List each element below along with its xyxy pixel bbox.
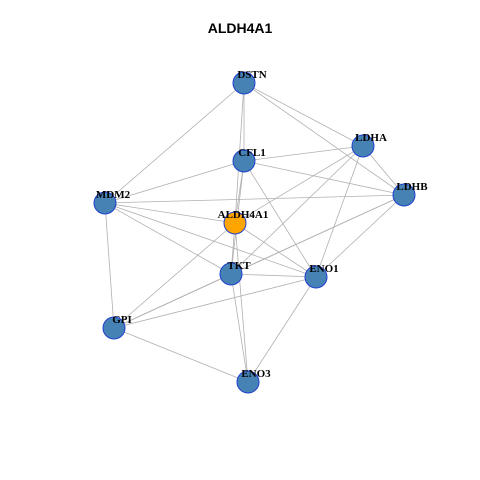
edge-mdm2-aldh4a1 bbox=[104, 202, 236, 224]
node-label-ldhb: LDHB bbox=[396, 181, 428, 193]
edge-cfl1-ldhb bbox=[243, 160, 405, 196]
edge-ldha-eno1 bbox=[315, 145, 364, 278]
node-circle-mdm2 bbox=[93, 191, 117, 215]
edge-layer bbox=[104, 82, 405, 383]
edge-tkt-eno3 bbox=[230, 273, 249, 383]
node-label-ldha: LDHA bbox=[355, 132, 387, 144]
edge-dstn-ldhb bbox=[243, 82, 405, 196]
node-circle-ldhb bbox=[392, 183, 416, 207]
node-circle-eno1 bbox=[304, 265, 328, 289]
edge-ldha-tkt bbox=[230, 145, 364, 275]
edge-cfl1-eno1 bbox=[243, 160, 317, 278]
diagram-title: ALDH4A1 bbox=[207, 20, 273, 36]
node-label-aldh4a1: ALDH4A1 bbox=[218, 209, 269, 221]
edge-aldh4a1-eno3 bbox=[234, 222, 249, 383]
node-label-cfl1: CFL1 bbox=[238, 147, 266, 159]
edge-mdm2-eno1 bbox=[104, 202, 317, 278]
node-circle-eno3 bbox=[236, 370, 260, 394]
edge-aldh4a1-eno1 bbox=[234, 222, 317, 278]
edge-dstn-mdm2 bbox=[104, 82, 245, 204]
edge-aldh4a1-gpi bbox=[113, 222, 236, 329]
node-mdm2: MDM2 bbox=[93, 189, 131, 215]
node-gpi: GPI bbox=[102, 314, 132, 340]
node-eno1: ENO1 bbox=[304, 263, 339, 289]
edge-tkt-gpi bbox=[113, 273, 232, 329]
node-label-mdm2: MDM2 bbox=[96, 189, 131, 201]
edge-cfl1-ldha bbox=[243, 145, 364, 162]
edge-mdm2-gpi bbox=[104, 202, 115, 329]
node-label-dstn: DSTN bbox=[237, 69, 266, 81]
node-label-eno1: ENO1 bbox=[309, 263, 338, 275]
node-circle-ldha bbox=[351, 134, 375, 158]
node-label-tkt: TKT bbox=[227, 260, 251, 272]
edge-gpi-eno3 bbox=[113, 327, 249, 383]
edge-ldha-aldh4a1 bbox=[234, 145, 364, 224]
node-ldhb: LDHB bbox=[392, 181, 428, 207]
edge-eno1-gpi bbox=[113, 276, 317, 329]
node-cfl1: CFL1 bbox=[232, 147, 266, 173]
node-dstn: DSTN bbox=[232, 69, 267, 95]
edge-ldhb-mdm2 bbox=[104, 194, 405, 204]
node-circle-aldh4a1 bbox=[223, 211, 247, 235]
node-label-gpi: GPI bbox=[112, 314, 132, 326]
node-label-eno3: ENO3 bbox=[241, 368, 271, 380]
node-eno3: ENO3 bbox=[236, 368, 271, 394]
edge-eno1-eno3 bbox=[247, 276, 317, 383]
node-tkt: TKT bbox=[219, 260, 251, 286]
node-circle-gpi bbox=[102, 316, 126, 340]
node-circle-tkt bbox=[219, 262, 243, 286]
edge-cfl1-mdm2 bbox=[104, 160, 245, 204]
node-circle-cfl1 bbox=[232, 149, 256, 173]
node-ldha: LDHA bbox=[351, 132, 387, 158]
edge-dstn-ldha bbox=[243, 82, 364, 147]
node-aldh4a1: ALDH4A1 bbox=[218, 209, 269, 235]
node-circle-dstn bbox=[232, 71, 256, 95]
edge-tkt-eno1 bbox=[230, 273, 317, 278]
edge-ldhb-eno1 bbox=[315, 194, 405, 278]
edge-mdm2-tkt bbox=[104, 202, 232, 275]
